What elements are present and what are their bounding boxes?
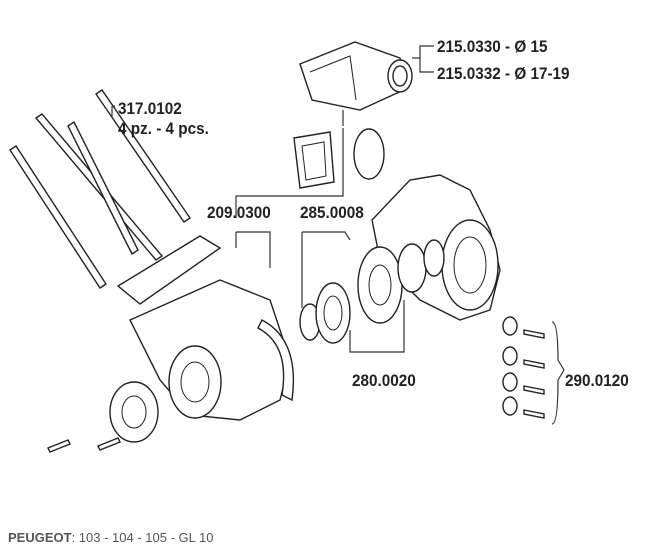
label-285-0008: 285.0008 xyxy=(300,203,364,222)
side-cover xyxy=(109,381,159,443)
brand-name: PEUGEOT xyxy=(8,530,72,545)
model-list: : 103 - 104 - 105 - GL 10 xyxy=(71,530,214,545)
bearings-seals xyxy=(299,239,445,344)
crankcase-left xyxy=(129,279,295,421)
label-290-0120: 290.0120 xyxy=(565,371,629,390)
vehicle-caption: PEUGEOT: 103 - 104 - 105 - GL 10 xyxy=(8,530,213,545)
valve-gasket xyxy=(293,131,335,189)
screws xyxy=(502,316,545,419)
label-stud-quantity: 4 pz. - 4 pcs. xyxy=(118,119,209,138)
label-317-0102: 317.0102 xyxy=(118,99,182,118)
label-215-0332: 215.0332 - Ø 17-19 xyxy=(437,64,570,83)
label-215-0330: 215.0330 - Ø 15 xyxy=(437,37,547,56)
label-209-0300: 209.0300 xyxy=(207,203,271,222)
cylinder-studs xyxy=(9,89,191,289)
o-ring xyxy=(353,128,385,180)
label-280-0020: 280.0020 xyxy=(352,371,416,390)
leader-lines xyxy=(111,45,565,425)
base-gasket xyxy=(116,235,222,305)
reed-valve xyxy=(299,41,413,111)
